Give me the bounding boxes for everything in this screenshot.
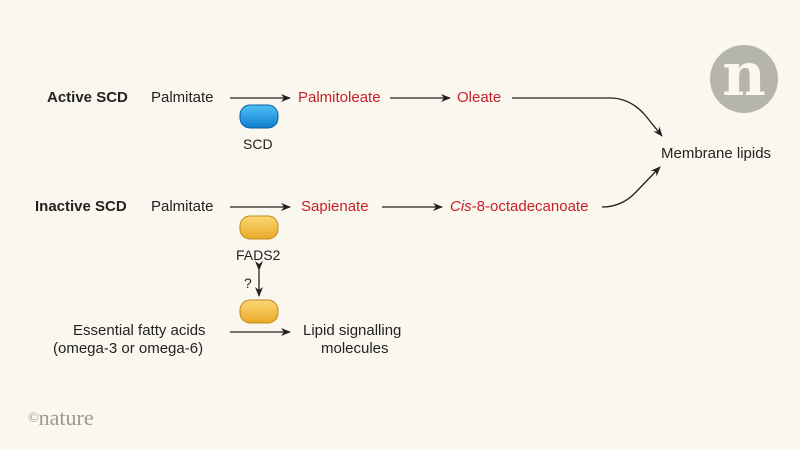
molecules: molecules [321, 340, 389, 357]
active-scd-label: Active SCD [47, 89, 128, 106]
membrane-lipids: Membrane lipids [661, 145, 772, 162]
sapienate: Sapienate [301, 198, 369, 215]
nature-logo-icon: n [710, 45, 778, 113]
cis-8-octadecanoate: Cis-8-octadecanoate [450, 198, 589, 215]
active-palmitate: Palmitate [151, 89, 214, 106]
fads2-enzyme-label: FADS2 [236, 247, 281, 263]
fads2-enzyme-shape [239, 215, 279, 240]
scd-enzyme-shape [239, 104, 279, 129]
nature-credit: ©nature [28, 405, 94, 430]
lipid-signalling: Lipid signalling [303, 322, 402, 339]
scd-enzyme-label: SCD [243, 136, 273, 152]
arrow-oleate-membrane [512, 97, 663, 137]
inactive-palmitate: Palmitate [151, 198, 214, 215]
palmitoleate: Palmitoleate [298, 89, 381, 106]
arrow-cis8-membrane [601, 166, 661, 208]
inactive-scd-label: Inactive SCD [35, 198, 127, 215]
cis-prefix: Cis [450, 198, 472, 215]
fads2-enzyme-shape-2 [239, 299, 279, 324]
question-mark: ? [244, 275, 252, 291]
omega-note: (omega-3 or omega-6) [53, 340, 204, 357]
essential-fatty-acids: Essential fatty acids [73, 322, 206, 339]
oleate: Oleate [457, 89, 502, 106]
